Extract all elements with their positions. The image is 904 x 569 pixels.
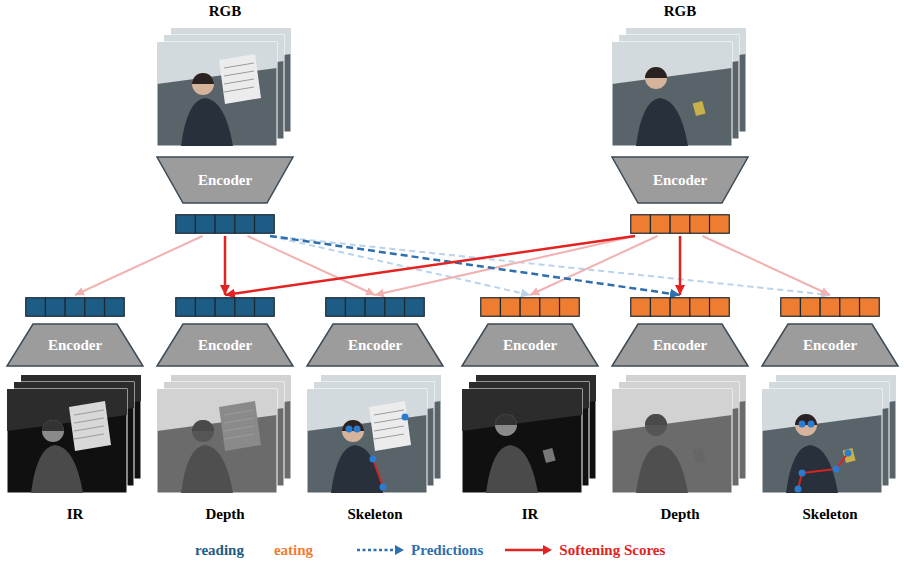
input-frames <box>155 373 295 495</box>
connector-arrow <box>703 236 831 295</box>
modality-label: Skeleton <box>802 505 857 523</box>
encoder-label: Encoder <box>653 336 707 354</box>
encoder-label: Encoder <box>348 336 402 354</box>
feature-vector <box>480 297 580 317</box>
encoder-label: Encoder <box>653 171 707 189</box>
input-frames <box>760 373 900 495</box>
legend-entry: eating <box>274 541 313 559</box>
connector-arrow <box>530 236 658 295</box>
input-frames <box>460 373 600 495</box>
connector-arrow <box>224 236 227 295</box>
connector-arrow <box>270 236 680 295</box>
modality-branch: EncoderDepth <box>610 295 750 527</box>
feature-vector <box>780 297 880 317</box>
modality-label: IR <box>522 505 539 523</box>
modality-label: IR <box>67 505 84 523</box>
feature-vector <box>25 297 125 317</box>
connector-arrow <box>679 236 682 295</box>
rgb-branch: RGB Encoder <box>610 0 750 236</box>
encoder-label: Encoder <box>198 336 252 354</box>
modality-label: RGB <box>209 2 242 20</box>
legend-line-sample <box>355 544 405 556</box>
legend-entry: reading <box>195 541 244 559</box>
feature-vector <box>175 297 275 317</box>
input-frames <box>155 26 295 148</box>
legend-text: Softening Scores <box>559 542 665 558</box>
modality-branch: EncoderIR <box>460 295 600 527</box>
legend-color: eating <box>274 541 313 559</box>
feature-vector <box>175 214 275 234</box>
legend-entry: Predictions <box>355 541 483 559</box>
connector-arrow <box>75 236 203 295</box>
modality-branch: EncoderIR <box>5 295 145 527</box>
legend: reading eating Predictions Softening Scores <box>195 541 665 559</box>
modality-branch: EncoderDepth <box>155 295 295 527</box>
modality-label: Skeleton <box>347 505 402 523</box>
connector-arrow <box>225 236 635 295</box>
modality-branch: EncoderSkeleton <box>305 295 445 527</box>
connector-arrow <box>270 236 830 295</box>
input-frames <box>5 373 145 495</box>
input-frames <box>610 26 750 148</box>
rgb-branch: RGB Encoder <box>155 0 295 236</box>
connector-arrow <box>270 236 530 295</box>
modality-label: Depth <box>205 505 244 523</box>
feature-vector <box>325 297 425 317</box>
encoder-label: Encoder <box>48 336 102 354</box>
feature-vector <box>630 297 730 317</box>
legend-text: reading <box>195 542 244 558</box>
legend-entry: Softening Scores <box>503 541 665 559</box>
modality-branch: EncoderSkeleton <box>760 295 900 527</box>
encoder-label: Encoder <box>503 336 557 354</box>
encoder-label: Encoder <box>803 336 857 354</box>
input-frames <box>610 373 750 495</box>
legend-text: Predictions <box>411 542 483 558</box>
input-frames <box>305 373 445 495</box>
modality-label: RGB <box>664 2 697 20</box>
feature-vector <box>630 214 730 234</box>
modality-label: Depth <box>660 505 699 523</box>
encoder-label: Encoder <box>198 171 252 189</box>
legend-color: reading <box>195 541 244 559</box>
legend-text: eating <box>274 542 313 558</box>
legend-line-sample <box>503 544 553 556</box>
